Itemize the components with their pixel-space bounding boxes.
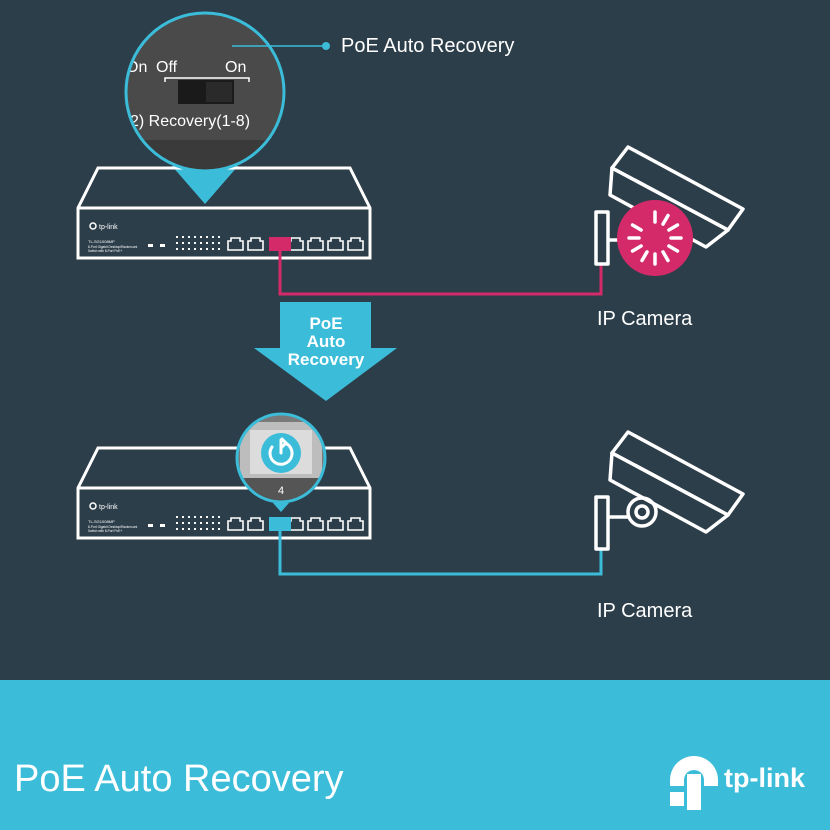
arrow-label-1: PoE [309,314,342,333]
switch-brand-bottom: tp-link [99,504,118,511]
switch-caption: 2) Recovery(1-8) [130,113,250,130]
ethernet-ports-top [227,237,364,251]
port-leds-top [176,236,220,250]
loading-spinner-icon [627,210,683,266]
banner-title: PoE Auto Recovery [14,758,344,800]
camera-label-bottom: IP Camera [597,600,693,622]
arrow-label-2: Auto [307,332,346,351]
switch-device-bottom: tp-link TL-SG1008MP 8-Port Gigabit Deskt… [76,446,372,540]
switch-desc-bottom-1: 8-Port Gigabit Desktop/Rackmount [88,525,137,529]
ip-camera-icon [594,430,745,551]
switch-model-top: TL-SG1008MP [88,239,115,244]
callout-dot [322,42,330,50]
camera-label-top: IP Camera [597,308,693,330]
tp-link-logo-icon [670,756,718,810]
power-restart-icon [268,437,294,466]
diagram-canvas: tp-link TL-SG1008MP 8-Port Gigabit Deskt… [76,11,745,576]
restored-port-bottom [269,517,291,531]
faulty-port-top [269,237,291,251]
switch-desc-top-1: 8-Port Gigabit Desktop/Rackmount [88,245,137,249]
port-leds-bottom [176,516,220,530]
switch-label-on: On [225,59,246,76]
port-magnifier: 4 [235,412,327,512]
fault-indicator [617,200,693,276]
port-number: 4 [278,485,284,497]
switch-model-bottom: TL-SG1008MP [88,519,115,524]
recovery-arrow: PoE Auto Recovery [254,302,397,401]
callout-label: PoE Auto Recovery [341,35,515,57]
switch-desc-bottom-2: Switch with 8-Port PoE+ [88,529,122,533]
switch-label-off: Off [156,59,178,76]
banner-brand: tp-link [724,763,805,793]
status-leds-bottom [148,524,165,527]
switch-brand-top: tp-link [99,224,118,231]
switch-device-top: tp-link TL-SG1008MP 8-Port Gigabit Deskt… [76,166,372,260]
brand-logo-icon [89,222,97,230]
status-leds-top [148,244,165,247]
switch-desc-top-2: Switch with 8-Port PoE+ [88,249,122,253]
callout-pointer [172,166,238,204]
cable-fault [278,251,603,296]
brand-logo-icon [89,502,97,510]
arrow-label-3: Recovery [288,350,365,369]
ethernet-ports-bottom [227,517,364,531]
callout-magnifier: On Off On 2) Recovery(1-8) [124,11,286,173]
cable-ok [278,531,603,576]
